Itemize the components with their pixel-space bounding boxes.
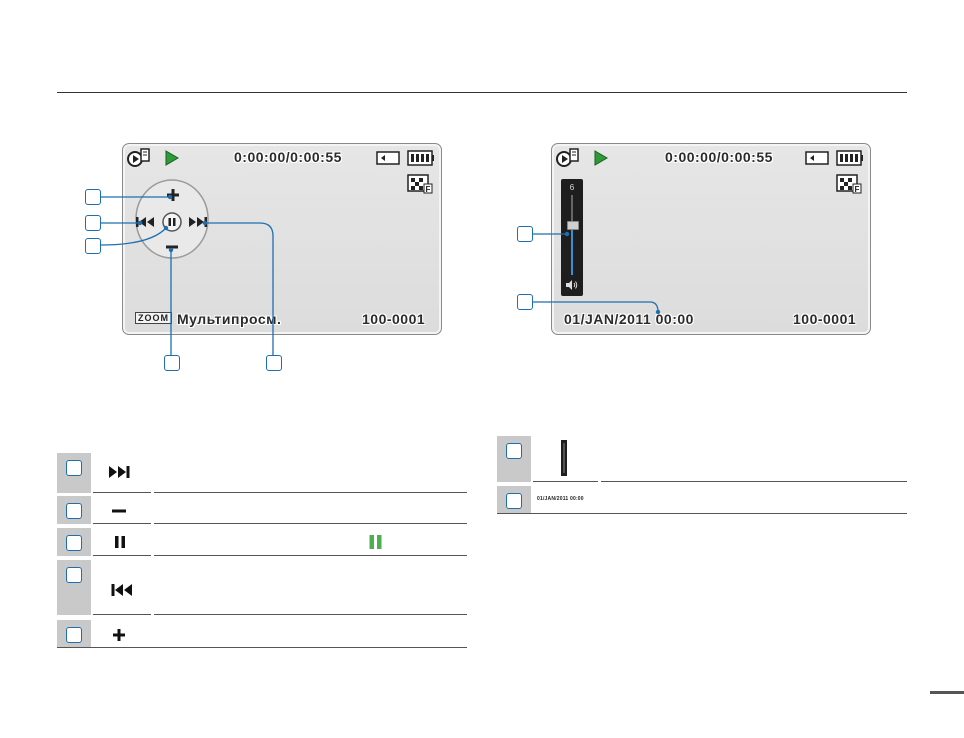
playback-mode-icon — [556, 148, 579, 167]
plus-icon[interactable] — [167, 189, 179, 201]
row-number-cell — [57, 496, 91, 524]
row-divider-icon — [93, 492, 151, 493]
row-divider-icon — [93, 614, 151, 615]
lcd-screen-volume: 0:00:00/0:00:55 F 6 01/JAN/2011 00:00 10… — [551, 143, 871, 335]
minus-icon — [112, 509, 126, 513]
skip-forward-icon — [109, 466, 130, 478]
minus-icon[interactable] — [166, 245, 178, 249]
battery-icon — [836, 150, 863, 166]
row-divider-icon — [533, 481, 598, 482]
row-number-cell — [497, 436, 531, 482]
multi-view-status: Мультипросм. — [177, 311, 282, 327]
row-divider — [601, 481, 907, 482]
table-row-pause — [57, 528, 467, 556]
playback-mode-icon — [127, 148, 150, 167]
pause-icon — [115, 536, 125, 548]
callout-badge-4 — [164, 355, 180, 371]
row-divider — [57, 647, 467, 648]
volume-slider-handle[interactable] — [567, 221, 579, 230]
plus-icon — [113, 629, 125, 641]
row-badge — [506, 443, 522, 459]
row-divider — [154, 555, 467, 556]
table-row-skip-back — [57, 560, 467, 615]
row-badge — [66, 460, 82, 476]
row-number-cell — [57, 560, 91, 615]
row-divider — [154, 523, 467, 524]
pause-icon[interactable] — [167, 217, 177, 227]
table-row-volume — [497, 436, 907, 482]
row-badge — [66, 567, 82, 583]
file-number: 100-0001 — [793, 311, 857, 327]
row-divider-icon — [93, 523, 151, 524]
row-number-cell — [57, 620, 91, 648]
pause-icon-green — [369, 535, 382, 549]
table-row-minus — [57, 496, 467, 524]
recording-date-time: 01/JAN/2011 00:00 — [564, 311, 694, 327]
row-badge — [66, 627, 82, 643]
callout-badge-volume — [517, 226, 533, 242]
quality-icon: F — [836, 174, 862, 194]
quality-icon: F — [407, 174, 433, 194]
skip-back-icon[interactable] — [136, 216, 156, 228]
callout-badge-5 — [266, 355, 282, 371]
memory-card-icon — [376, 151, 400, 165]
row-divider — [497, 513, 907, 514]
playback-time: 0:00:00/0:00:55 — [665, 149, 773, 165]
row-divider — [154, 492, 467, 493]
callout-badge-2 — [85, 215, 101, 231]
row-badge — [66, 535, 82, 551]
battery-icon — [407, 150, 434, 166]
row-divider — [154, 614, 467, 615]
row-number-cell — [497, 486, 531, 514]
svg-text:F: F — [855, 185, 860, 194]
svg-text:F: F — [426, 185, 431, 194]
volume-value: 6 — [569, 183, 575, 192]
row-badge — [66, 503, 82, 519]
volume-panel[interactable]: 6 — [561, 179, 583, 296]
skip-back-icon — [111, 584, 132, 596]
file-number: 100-0001 — [362, 311, 426, 327]
volume-slider-icon — [561, 440, 567, 476]
table-row-plus — [57, 620, 467, 648]
row-badge — [506, 493, 522, 509]
play-icon — [594, 150, 608, 166]
callout-badge-date — [517, 294, 533, 310]
playback-time: 0:00:00/0:00:55 — [234, 149, 342, 165]
table-row-date: 01/JAN/2011 00:00 — [497, 486, 907, 514]
play-icon — [165, 150, 179, 166]
row-number-cell — [57, 528, 91, 556]
table-row-skip-forward — [57, 453, 467, 493]
header-rule — [57, 92, 907, 93]
row-number-cell — [57, 453, 91, 493]
speaker-icon — [566, 280, 578, 290]
lcd-screen-playback-controls: 0:00:00/0:00:55 F ZOOM Мультипрос — [122, 143, 442, 335]
volume-track-fill — [571, 224, 573, 275]
row-divider-icon — [93, 555, 151, 556]
memory-card-icon — [805, 151, 829, 165]
page-marker — [930, 691, 964, 694]
callout-badge-1 — [85, 189, 101, 205]
callout-badge-3 — [85, 238, 101, 254]
date-sample-text: 01/JAN/2011 00:00 — [537, 496, 584, 502]
